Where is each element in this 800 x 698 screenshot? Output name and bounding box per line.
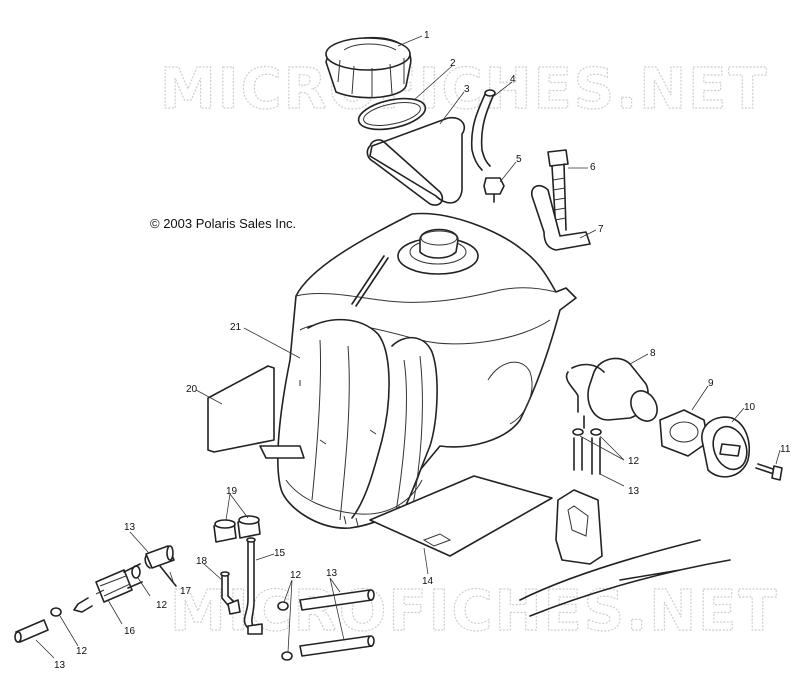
mount-bracket: [530, 184, 591, 251]
fuel-valve: [565, 357, 658, 429]
callout-18: 18: [196, 556, 208, 567]
fuel-tank: [259, 212, 577, 529]
callout-9: 9: [708, 378, 714, 389]
vent-hose: [470, 91, 487, 171]
callout-5: 5: [516, 154, 522, 165]
grommets: [213, 515, 261, 543]
heat-shield: [369, 475, 553, 557]
callout-20: 20: [186, 384, 198, 395]
callout-11: 11: [780, 444, 791, 455]
callouts: 1 2 3 4 5 6 7 8 9 10 11 12 12 12 13 13 1…: [54, 30, 791, 671]
callout-12-right: 12: [290, 570, 302, 581]
vent-fitting: [483, 177, 505, 203]
fuel-filter-group: [14, 545, 177, 643]
frame-bracket: [519, 489, 731, 617]
callout-1: 1: [424, 30, 430, 41]
copyright-text: © 2003 Polaris Sales Inc.: [150, 216, 296, 231]
callout-7: 7: [598, 224, 604, 235]
callout-12-lower-left: 12: [76, 646, 88, 657]
valve-knob: [701, 416, 750, 478]
cap-gasket: [357, 97, 427, 131]
callout-8: 8: [650, 348, 656, 359]
watermark-bottom: MICROFICHES.NET: [170, 579, 779, 644]
callout-13-lower-left: 13: [54, 660, 66, 671]
callout-17: 17: [180, 586, 192, 597]
watermark-top: MICROFICHES.NET: [160, 57, 769, 122]
clamp-hose-group: [277, 589, 375, 661]
callout-14: 14: [422, 576, 434, 587]
callout-10: 10: [744, 402, 756, 413]
callout-13-valve: 13: [628, 486, 640, 497]
fuel-cap: [325, 36, 412, 99]
callout-6: 6: [590, 162, 596, 173]
callout-3: 3: [464, 84, 470, 95]
callout-2: 2: [450, 58, 456, 69]
valve-nut: [659, 409, 709, 457]
callout-21: 21: [230, 322, 242, 333]
callout-13-upper-left: 13: [124, 522, 136, 533]
foam-pad: [366, 116, 466, 206]
tank-decal: [207, 365, 275, 453]
callout-16: 16: [124, 626, 136, 637]
callout-15: 15: [274, 548, 286, 559]
callout-13-right: 13: [326, 568, 338, 579]
valve-clamps-hoses: [572, 428, 602, 475]
callout-12-valve: 12: [628, 456, 640, 467]
leader-lines: [35, 35, 781, 659]
callout-12-left: 12: [156, 600, 168, 611]
callout-19: 19: [226, 486, 238, 497]
callout-4: 4: [510, 74, 516, 85]
